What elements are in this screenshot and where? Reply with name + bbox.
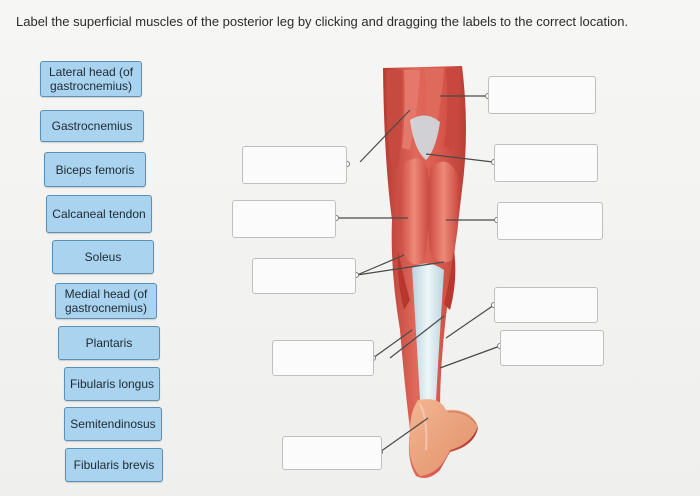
label-text: Fibularis longus xyxy=(69,377,155,391)
label-fibularis-longus[interactable]: Fibularis longus xyxy=(64,367,160,401)
label-text: Soleus xyxy=(84,250,122,264)
label-text: Calcaneal tendon xyxy=(52,207,146,221)
drop-target-6[interactable] xyxy=(252,258,356,294)
drop-target-3[interactable] xyxy=(494,144,598,182)
label-text: Biceps femoris xyxy=(55,162,135,177)
label-fibularis-brevis[interactable]: Fibularis brevis xyxy=(65,448,163,482)
label-calcaneal-tendon[interactable]: Calcaneal tendon xyxy=(46,195,152,233)
label-text: Gastrocnemius xyxy=(51,119,133,133)
drop-target-2[interactable] xyxy=(242,146,347,184)
drop-target-4[interactable] xyxy=(232,200,336,238)
drop-target-1[interactable] xyxy=(488,76,596,114)
leg-body xyxy=(383,66,478,478)
instruction-text: Label the superficial muscles of the pos… xyxy=(16,14,629,29)
label-text: Fibularis brevis xyxy=(73,458,155,472)
drop-target-9[interactable] xyxy=(272,340,374,376)
label-text: Lateral head (of gastrocnemius) xyxy=(48,65,134,93)
label-soleus[interactable]: Soleus xyxy=(52,240,154,274)
label-text: Medial head (of gastrocnemius) xyxy=(64,287,148,315)
drop-target-10[interactable] xyxy=(282,436,382,470)
label-biceps-femoris[interactable]: Biceps femoris xyxy=(44,152,146,187)
label-lateral-head[interactable]: Lateral head (of gastrocnemius) xyxy=(40,61,142,97)
drop-target-7[interactable] xyxy=(494,287,598,323)
label-gastrocnemius[interactable]: Gastrocnemius xyxy=(40,110,144,142)
label-medial-head[interactable]: Medial head (of gastrocnemius) xyxy=(55,283,157,319)
label-semitendinosus[interactable]: Semitendinosus xyxy=(64,407,162,441)
label-text: Semitendinosus xyxy=(70,417,156,431)
drop-target-8[interactable] xyxy=(500,330,604,366)
label-text: Plantaris xyxy=(85,336,133,350)
label-plantaris[interactable]: Plantaris xyxy=(58,326,160,360)
leader-lines xyxy=(336,95,501,453)
drop-target-5[interactable] xyxy=(497,202,603,240)
